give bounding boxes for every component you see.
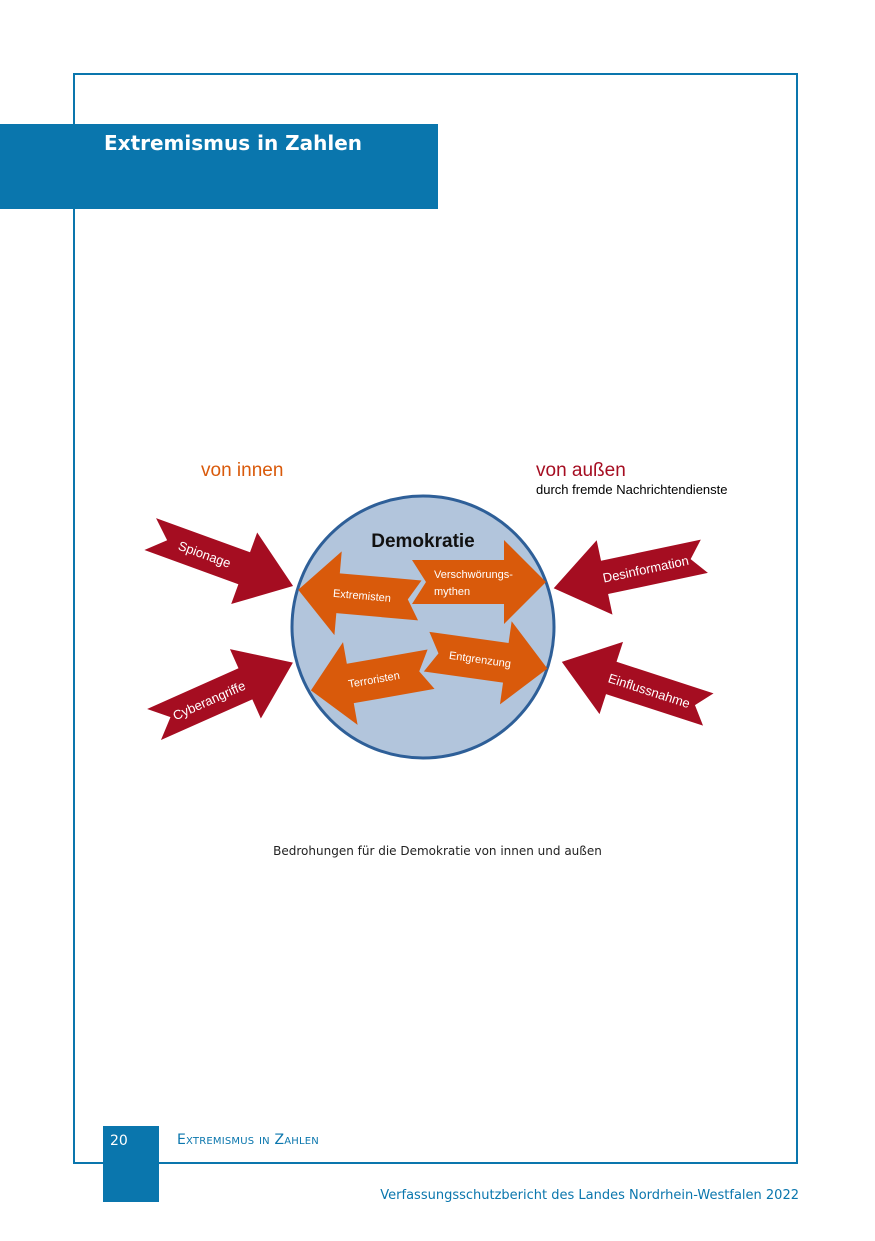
arrow-verschwoerungsmythen: Verschwörungs- mythen <box>412 540 546 624</box>
inner-label-mythen: mythen <box>434 586 470 598</box>
section-title: Extremismus in Zahlen <box>104 131 363 155</box>
center-label: Demokratie <box>371 531 475 552</box>
arrow-terroristen: Terroristen <box>310 642 435 725</box>
label-foreign-services: durch fremde Nachrichtendienste <box>536 482 728 497</box>
page-frame <box>73 73 798 1164</box>
arrow-spionage: Spionage <box>144 518 294 604</box>
inner-label-verschwoerungs: Verschwörungs- <box>434 569 513 581</box>
label-von-aussen: von außen <box>536 460 626 481</box>
running-head: Extremismus in Zahlen <box>177 1132 319 1148</box>
arrow-entgrenzung: Entgrenzung <box>423 621 548 705</box>
page-number: 20 <box>110 1133 128 1149</box>
page-number-box <box>103 1126 159 1202</box>
figure-caption: Bedrohungen für die Demokratie von innen… <box>273 844 602 858</box>
arrow-extremisten: Extremisten <box>298 551 422 636</box>
arrow-einflussnahme: Einflussnahme <box>561 641 714 726</box>
arrow-desinformation: Desinformation <box>553 539 708 615</box>
label-von-innen: von innen <box>201 460 283 481</box>
arrow-cyberangriffe: Cyberangriffe <box>147 649 293 741</box>
title-band <box>0 124 438 209</box>
inner-label-extremisten: Extremisten <box>332 588 391 605</box>
publication-footer: Verfassungsschutzbericht des Landes Nord… <box>380 1188 799 1203</box>
